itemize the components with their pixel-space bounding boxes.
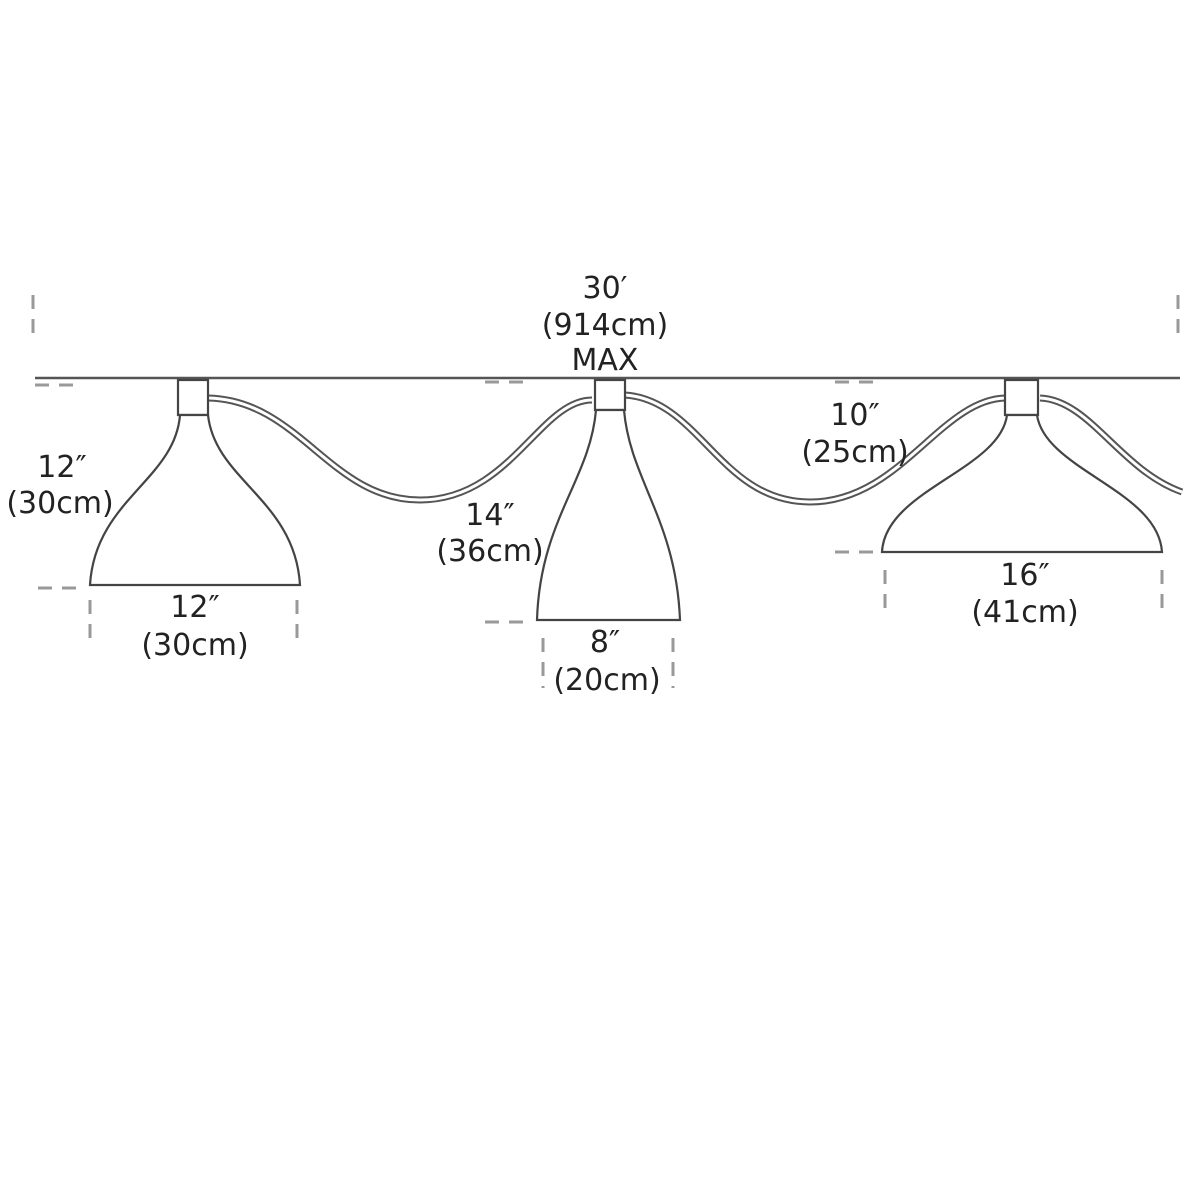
lamp2-width-cm: (20cm) <box>553 663 660 698</box>
canopy <box>176 378 210 417</box>
lamp-2: 14″ (36cm) 8″ (20cm) <box>436 378 682 698</box>
overall-length-cm: (914cm) <box>542 308 668 343</box>
shade <box>880 413 1164 554</box>
shade <box>88 413 302 587</box>
lamp1-height-cm: (30cm) <box>6 486 113 521</box>
overall-length-in: 30′ <box>583 271 628 306</box>
lamp1-height-in: 12″ <box>37 450 86 485</box>
lamp3-width-in: 16″ <box>1000 558 1049 593</box>
cable <box>207 391 1184 506</box>
lamp2-height-cm: (36cm) <box>436 534 543 569</box>
shade <box>535 408 682 622</box>
lamp1-width-in: 12″ <box>170 590 219 625</box>
lamp3-height-cm: (25cm) <box>801 435 908 470</box>
lamp2-width-in: 8″ <box>590 625 620 660</box>
canopy <box>593 378 627 412</box>
lamp1-width-cm: (30cm) <box>141 628 248 663</box>
lamp3-height-in: 10″ <box>830 398 879 433</box>
canopy <box>1003 378 1040 417</box>
lamp-3: 10″ (25cm) 16″ (41cm) <box>801 378 1164 630</box>
lamp-1: 12″ (30cm) 12″ (30cm) <box>6 378 302 663</box>
lamp2-height-in: 14″ <box>465 498 514 533</box>
lamp3-width-cm: (41cm) <box>971 595 1078 630</box>
overall-max-label: MAX <box>572 343 639 378</box>
